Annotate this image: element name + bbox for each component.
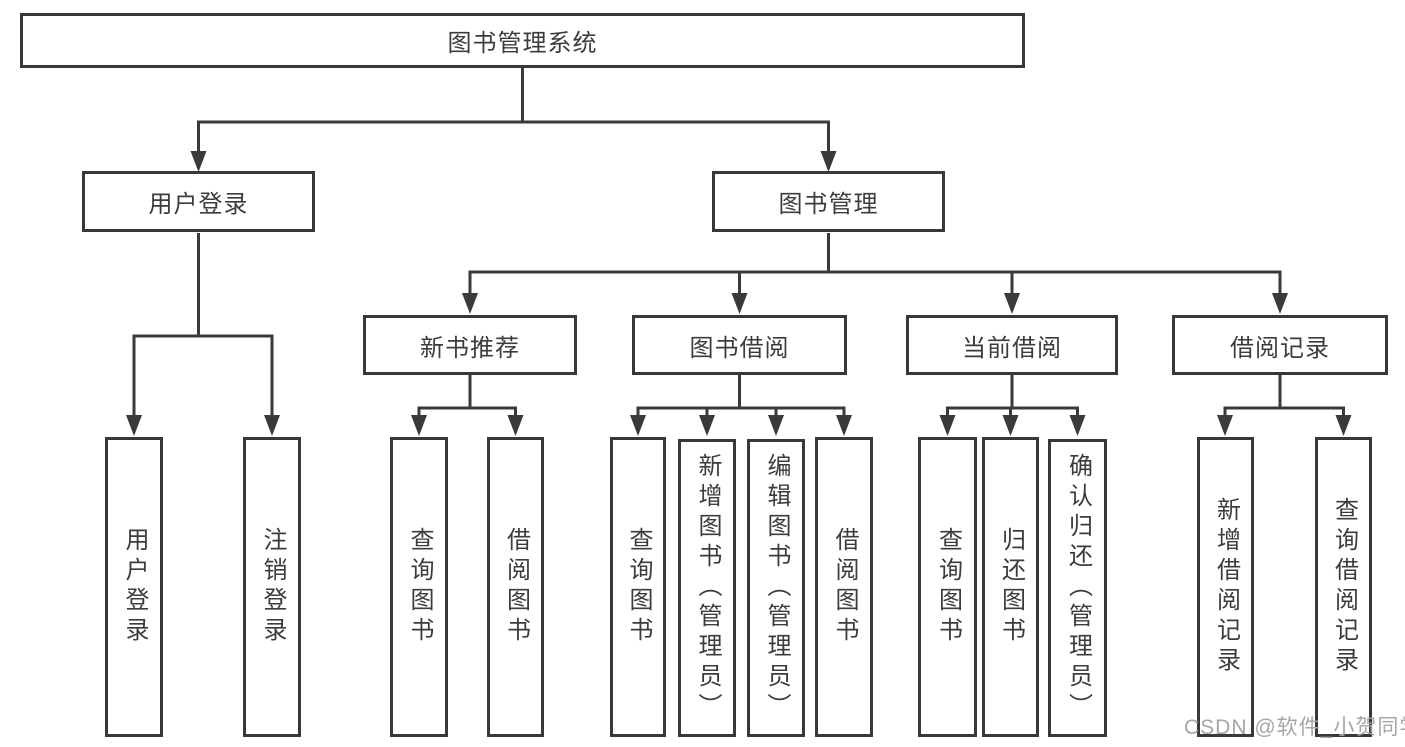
- leaf-log-add-record-label: 新增借阅记录: [1212, 497, 1240, 677]
- leaf-borrow-query-books-label: 查询图书: [625, 527, 652, 647]
- node-new-book-recommend: 新书推荐: [363, 315, 577, 375]
- leaf-cur-confirm-return-label: 确认归还（管理员）: [1064, 453, 1092, 723]
- leaf-cur-confirm-return: 确认归还（管理员）: [1048, 439, 1107, 737]
- leaf-borrow-add-books-label: 新增图书（管理员）: [694, 453, 721, 723]
- leaf-borrow-borrow-books: 借阅图书: [815, 437, 873, 737]
- node-current-borrow-label: 当前借阅: [962, 334, 1062, 362]
- leaf-borrow-borrow-books-label: 借阅图书: [831, 527, 858, 647]
- node-user-login: 用户登录: [82, 171, 315, 232]
- leaf-rec-borrow-books: 借阅图书: [487, 437, 544, 737]
- leaf-borrow-edit-books: 编辑图书（管理员）: [747, 439, 805, 737]
- node-current-borrow: 当前借阅: [906, 315, 1118, 375]
- node-borrow-records: 借阅记录: [1172, 315, 1388, 375]
- leaf-logout-label: 注销登录: [259, 527, 286, 647]
- arrowheads: [126, 151, 1352, 436]
- leaf-borrow-query-books: 查询图书: [610, 437, 666, 737]
- leaf-user-login: 用户登录: [105, 437, 163, 737]
- node-book-borrow: 图书借阅: [632, 315, 847, 375]
- node-book-borrow-label: 图书借阅: [689, 334, 790, 362]
- node-book-management: 图书管理: [712, 171, 945, 232]
- leaf-borrow-edit-books-label: 编辑图书（管理员）: [763, 453, 790, 723]
- leaf-rec-borrow-books-label: 借阅图书: [502, 527, 530, 647]
- leaf-log-query-record: 查询借阅记录: [1315, 437, 1372, 737]
- node-system-root-label: 图书管理系统: [447, 30, 598, 57]
- leaf-cur-return-books-label: 归还图书: [997, 527, 1025, 647]
- leaf-rec-query-books: 查询图书: [390, 437, 448, 737]
- leaf-user-login-label: 用户登录: [121, 527, 148, 647]
- leaf-cur-query-books: 查询图书: [918, 437, 977, 737]
- csdn-watermark: CSDN @软件_小贺同学: [1184, 716, 1405, 739]
- node-user-login-label: 用户登录: [148, 191, 249, 218]
- leaf-logout: 注销登录: [243, 437, 301, 737]
- node-new-book-recommend-label: 新书推荐: [420, 334, 520, 362]
- node-book-management-label: 图书管理: [778, 191, 879, 218]
- leaf-cur-return-books: 归还图书: [982, 437, 1039, 737]
- leaf-rec-query-books-label: 查询图书: [406, 527, 433, 647]
- leaf-log-add-record: 新增借阅记录: [1197, 437, 1254, 737]
- node-system-root: 图书管理系统: [20, 13, 1025, 68]
- leaf-cur-query-books-label: 查询图书: [934, 527, 962, 647]
- leaf-log-query-record-label: 查询借阅记录: [1330, 497, 1358, 677]
- leaf-borrow-add-books: 新增图书（管理员）: [678, 439, 736, 737]
- node-borrow-records-label: 借阅记录: [1230, 334, 1330, 362]
